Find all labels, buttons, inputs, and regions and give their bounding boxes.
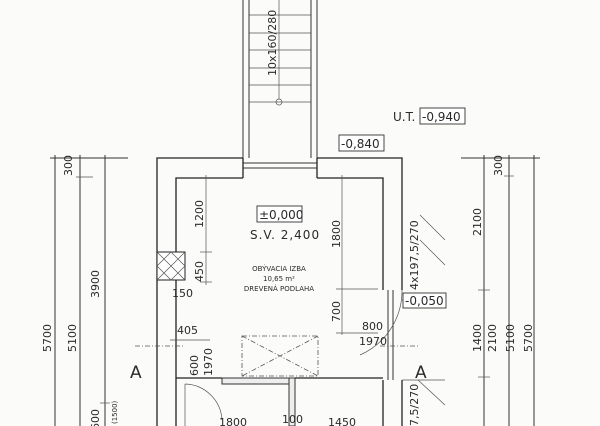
- section-mark-right: A: [415, 363, 427, 383]
- dim-right-2100-top: 2100: [471, 208, 484, 236]
- inner-dimensions: 1200 450 150 405 600 1970 1800 700 800 1…: [170, 175, 387, 426]
- dim-600: 600: [188, 355, 201, 376]
- entry-level-box: [338, 134, 385, 152]
- steps-upper-label: 4x197,5/270: [408, 220, 421, 290]
- exterior-stair: 10x160/280: [242, 0, 318, 158]
- dim-1450: 1450: [328, 416, 356, 426]
- room-area: 10,65 m²: [263, 275, 295, 283]
- dim-1800-vertical: 1800: [330, 220, 343, 248]
- dim-405: 405: [177, 324, 198, 337]
- door-level-box: [402, 292, 447, 309]
- partition-wall: [221, 377, 296, 385]
- dim-right-5700: 5700: [522, 324, 535, 352]
- dim-1200: 1200: [193, 200, 206, 228]
- room-name: OBÝVACIA IZBA: [252, 264, 306, 273]
- stair-label: 10x160/280: [266, 10, 279, 76]
- left-dimensions: 300 3900 5100 5700 600 (1500): [41, 155, 128, 426]
- dim-left-5700: 5700: [41, 324, 54, 352]
- dim-right-5100: 5100: [504, 324, 517, 352]
- dim-right-1400: 1400: [471, 324, 484, 352]
- dim-left-300: 300: [62, 155, 75, 176]
- right-dimensions: 300 2100 1400 2100 5100 5700: [461, 155, 540, 426]
- room-floor-type: DREVENÁ PODLAHA: [244, 284, 314, 293]
- walls: [156, 157, 445, 426]
- dim-left-600: 600: [89, 409, 102, 426]
- section-mark-left: A: [130, 363, 142, 383]
- dim-right-300: 300: [492, 155, 505, 176]
- terrain-prefix: U.T.: [393, 110, 415, 124]
- dim-1970-door: 1970: [359, 335, 387, 348]
- dim-left-3900: 3900: [89, 270, 102, 298]
- dim-1970: 1970: [202, 348, 215, 376]
- dim-100: 100: [282, 413, 303, 426]
- steps-lower-label: 7,5/270: [408, 384, 421, 426]
- dim-left-5100: 5100: [66, 324, 79, 352]
- ceiling-height: S.V. 2,400: [250, 228, 320, 242]
- door-level: -0,050: [405, 294, 444, 308]
- dim-right-2100: 2100: [486, 324, 499, 352]
- floor-level-box: [256, 205, 303, 223]
- terrain-level-box: [419, 107, 466, 125]
- floor-level: ±0,000: [259, 208, 303, 222]
- dim-700: 700: [330, 301, 343, 322]
- entry-level: -0,840: [341, 137, 380, 151]
- terrain-level: -0,940: [422, 110, 461, 124]
- dim-150: 150: [172, 287, 193, 300]
- dim-1800: 1800: [219, 416, 247, 426]
- dim-left-1500: (1500): [111, 400, 119, 424]
- dim-800: 800: [362, 320, 383, 333]
- dim-450: 450: [193, 261, 206, 282]
- skylight-opening: [241, 335, 319, 377]
